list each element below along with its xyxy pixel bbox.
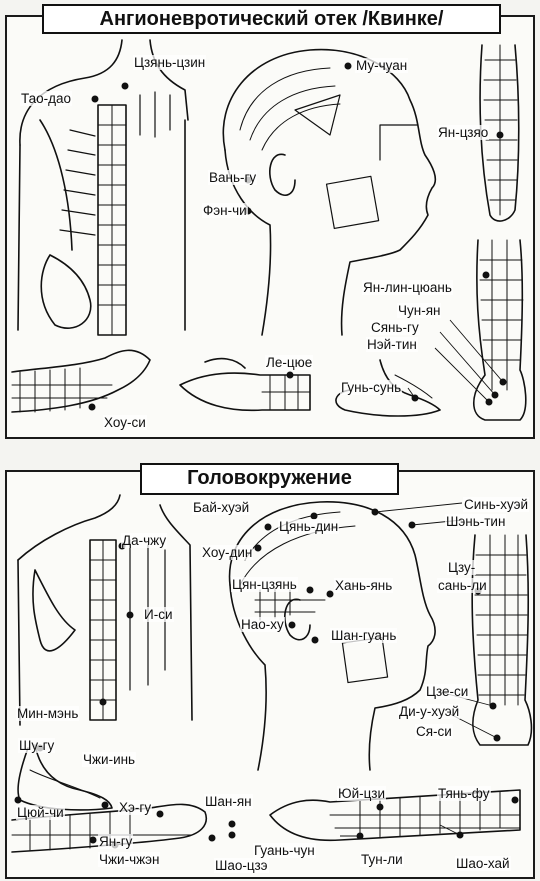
point-shao-tsze: [208, 834, 216, 842]
point-tao-dao: [91, 95, 99, 103]
label-da-chzhu: Да-чжу: [121, 533, 168, 548]
leg-side-bottom: [471, 534, 533, 746]
point-le-tsyue: [286, 371, 294, 379]
point-khan-yan: [326, 590, 334, 598]
label-shan-guan: Шан-гуань: [330, 628, 398, 643]
point-tsyan-tszin: [121, 82, 129, 90]
label-sin-khuey: Синь-хуэй: [463, 497, 530, 512]
label-guan-chun: Гуань-чун: [253, 843, 316, 858]
point-min-men: [99, 698, 107, 706]
point-mu-chuan: [344, 62, 352, 70]
label-khou-din: Хоу-дин: [201, 545, 254, 560]
label-chzhi-in: Чжи-инь: [82, 752, 137, 767]
page-title-angioedema: Ангионевротический отек /Квинке/: [42, 4, 501, 34]
label-fen-chi: Фэн-чи: [202, 203, 248, 218]
point-shan-yan: [228, 820, 236, 828]
label-bay-khuey: Бай-хуэй: [192, 500, 251, 515]
label-shan-yan: Шан-ян: [204, 794, 253, 809]
label-yuy-tszi: Юй-цзи: [337, 786, 386, 801]
point-bay-khuey: [264, 523, 272, 531]
point-chzhi-in: [101, 801, 109, 809]
label-syan-gu: Сянь-гу: [370, 320, 420, 335]
label-khe-gu: Хэ-гу: [118, 800, 153, 815]
point-tsyan-tszyan: [306, 586, 314, 594]
forearm-bottom-right: [269, 789, 521, 842]
point-tsyuy-chi: [14, 796, 22, 804]
label-mu-chuan: Му-чуан: [355, 58, 409, 73]
label-tszu-san-li-line1: Цзу-: [447, 560, 477, 575]
label-di-u-khuey: Ди-у-хуэй: [398, 704, 461, 719]
foot-bottom-left: [17, 744, 113, 811]
back-spine-figure-top: [17, 39, 189, 336]
label-tsyan-din: Цянь-дин: [278, 519, 340, 534]
label-shu-gu: Шу-гу: [18, 738, 56, 753]
point-guan-chun: [228, 831, 236, 839]
label-tsyan-tszyan: Цян-цзянь: [231, 577, 298, 592]
label-le-tsyue: Ле-цюе: [265, 355, 314, 370]
point-yan-gu: [89, 836, 97, 844]
page-title-dizziness: Головокружение: [140, 463, 399, 495]
hand-middle-top: [179, 357, 311, 412]
label-tsze-si: Цзе-си: [425, 684, 470, 699]
label-khou-si: Хоу-си: [103, 415, 147, 430]
label-shao-khay: Шао-хай: [455, 856, 511, 871]
point-i-si: [126, 611, 134, 619]
point-nao-khu: [288, 621, 296, 629]
label-chun-yan: Чун-ян: [397, 303, 442, 318]
label-yan-lin-tsyuan: Ян-лин-цюань: [362, 280, 453, 295]
label-nao-khu: Нао-ху: [240, 617, 285, 632]
label-tun-li: Тун-ли: [360, 852, 404, 867]
point-yuy-tszi: [376, 803, 384, 811]
label-yan-tszyao: Ян-цзяо: [437, 125, 490, 140]
label-van-gu: Вань-гу: [208, 170, 258, 185]
label-sya-si: Ся-си: [415, 724, 453, 739]
leg-side-top: [472, 44, 527, 421]
dizziness-panel: [5, 470, 535, 879]
forearm-top: [11, 349, 151, 413]
point-khou-si: [88, 403, 96, 411]
point-khou-din: [254, 544, 262, 552]
label-tsyan-tszin: Цзянь-цзин: [133, 55, 207, 70]
label-shen-tin: Шэнь-тин: [445, 514, 507, 529]
label-tao-dao: Тао-дао: [20, 91, 73, 106]
point-shan-guan: [311, 636, 319, 644]
label-tsyuy-chi: Цюй-чи: [16, 805, 65, 820]
point-khe-gu: [156, 810, 164, 818]
point-tyan-fu: [511, 796, 519, 804]
label-min-men: Мин-мэнь: [16, 706, 80, 721]
label-khan-yan: Хань-янь: [334, 578, 394, 593]
back-spine-figure-bottom: [17, 494, 193, 726]
label-yan-gu: Ян-гу: [98, 834, 134, 849]
label-tyan-fu: Тянь-фу: [437, 786, 491, 801]
label-ney-tin: Нэй-тин: [366, 337, 418, 352]
point-yan-tszyao: [496, 131, 504, 139]
label-i-si: И-си: [143, 607, 174, 622]
label-chzhi-chzhen: Чжи-чжэн: [98, 852, 161, 867]
label-gun-sun: Гунь-сунь: [340, 380, 403, 395]
point-yan-lin-tsyuan: [482, 271, 490, 279]
label-shao-tsze: Шао-цзэ: [214, 858, 269, 873]
label-tszu-san-li-line2: сань-ли: [437, 578, 488, 593]
